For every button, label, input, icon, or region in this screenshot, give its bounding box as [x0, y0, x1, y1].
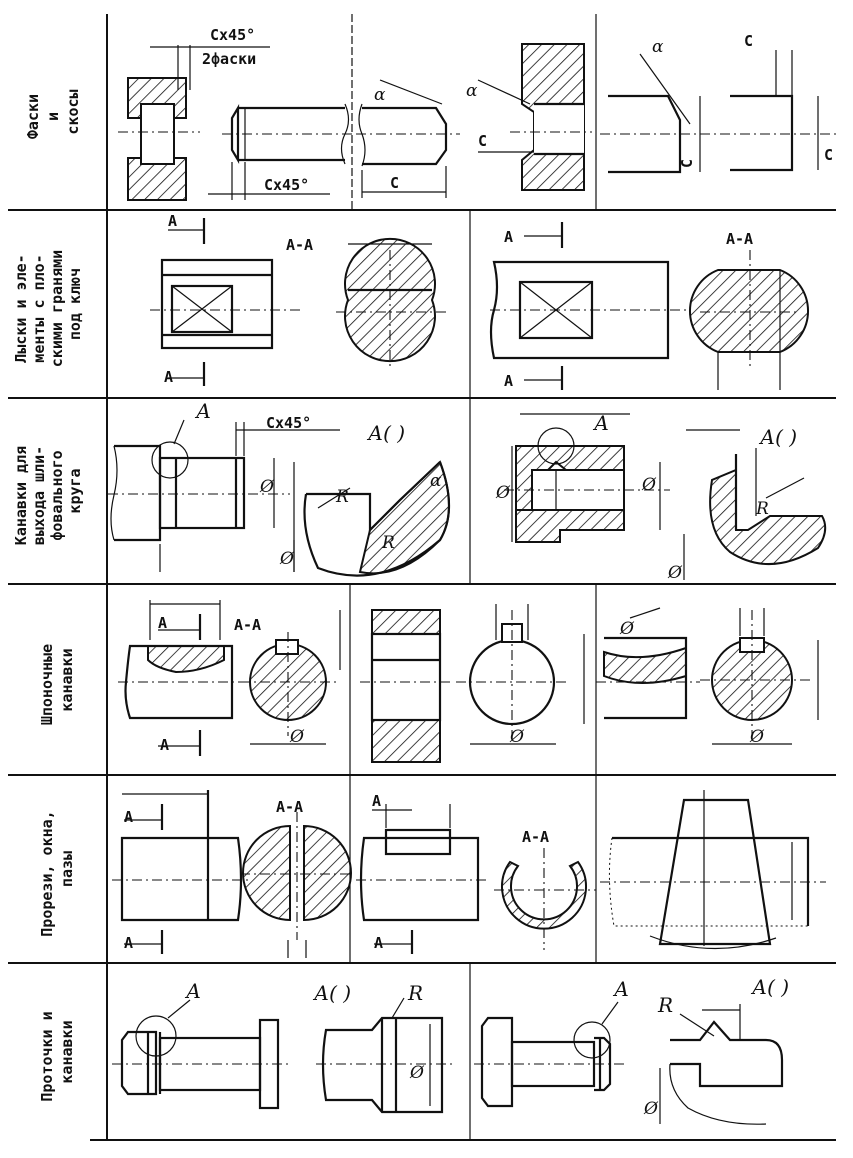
chamfer-callout-sublabel: 2фаски: [202, 50, 256, 68]
groove-detail-left: А( ) R R α Ø: [279, 421, 451, 577]
slot-tapered-view: [600, 790, 826, 950]
chamfer-callout-label: Cx45°: [210, 26, 255, 44]
keyway-segment-view: Ø: [596, 607, 700, 720]
chamfer-bottom-dim: Cx45°: [264, 176, 309, 194]
flats-left-section-mark-bottom: А: [164, 368, 173, 386]
flats-right-section-mark-top: А: [504, 228, 513, 246]
bevel-shaft: α C: [356, 79, 460, 198]
flats-view-right: А А А-А: [489, 222, 753, 390]
keyway-left-mark-bottom: А: [160, 736, 169, 754]
slanted-dim-c-right: C: [824, 146, 833, 164]
slot-view-left: А А А-А: [112, 790, 303, 954]
groove-left-diameter: Ø: [259, 477, 275, 497]
groove-right-diameter-right: Ø: [641, 475, 657, 495]
undercut-left-diameter: Ø: [409, 1063, 425, 1083]
groove-left-radius: R: [335, 487, 349, 507]
keyway-hub-section: Ø: [456, 604, 585, 747]
row-label-undercuts: Проточки и канавки: [38, 1002, 76, 1101]
keyway-hub-diameter: Ø: [509, 727, 525, 747]
slot-mid-section-title: А-А: [522, 828, 549, 846]
groove-bushing-right: А Ø Ø: [495, 411, 670, 543]
groove-left-angle: α: [430, 471, 442, 491]
flats-right-section-mark-bottom: А: [504, 372, 513, 390]
slot-section-left: [240, 812, 352, 958]
slot-section-ring: [494, 848, 596, 950]
groove-detail-right: А( ) R Ø: [667, 425, 827, 583]
groove-right-detail-a: А: [592, 411, 609, 435]
bevel-angle-label: α: [374, 85, 386, 105]
groove-left-detail-a: А: [194, 399, 211, 423]
slanted-angle-label: α: [652, 37, 664, 57]
row-label-keyways: Шпоночные канавки: [38, 635, 76, 725]
bevel-dim-c: C: [390, 174, 399, 192]
chamfer-bushing-section: Cx45° 2фаски: [118, 26, 270, 201]
slot-left-mark-top: А: [124, 808, 133, 826]
undercut-left-detail-title: А( ): [312, 981, 351, 1005]
row-labels: Фаски и скосы Лыски и эле- менты с пло- …: [12, 85, 84, 1101]
slot-left-section-title: А-А: [276, 798, 303, 816]
flats-view-left: А А А-А: [150, 212, 313, 386]
row-label-chamfers: Фаски и скосы: [24, 85, 82, 139]
chamfer-shaft-end: Cx45°: [208, 103, 352, 200]
hub-angle-label: α: [466, 81, 478, 101]
row-label-flats: Лыски и эле- менты с пло- скими гранями …: [12, 241, 84, 367]
flats-section-right: [688, 250, 810, 390]
groove-left-radius-2: R: [381, 533, 395, 553]
undercut-shaft-right: А: [474, 977, 629, 1108]
groove-left-callout: Cx45°: [266, 414, 311, 432]
flats-right-section-title: А-А: [726, 230, 753, 248]
undercut-right-diameter: Ø: [643, 1099, 659, 1119]
slanted-chamfer-pair: α C C C: [600, 32, 836, 174]
groove-right-diameter-left: Ø: [495, 483, 511, 503]
groove-right-radius: R: [755, 499, 769, 519]
undercut-shaft-left: А: [112, 979, 290, 1110]
undercut-left-detail-a: А: [184, 979, 201, 1003]
undercut-right-radius: R: [657, 993, 673, 1017]
keyway-segment-section-diameter: Ø: [749, 727, 765, 747]
undercut-detail-left: А( ) R Ø: [312, 981, 452, 1114]
flats-left-section-title: А-А: [286, 236, 313, 254]
flats-section-left: [336, 237, 446, 370]
row-label-slots: Прорези, окна, пазы: [38, 801, 76, 936]
hub-dim-c: C: [478, 132, 487, 150]
keyway-segment-diameter: Ø: [619, 619, 635, 639]
undercut-left-radius: R: [407, 981, 423, 1005]
groove-right-detail-title: А( ): [758, 425, 797, 449]
slot-mid-mark-top: А: [372, 792, 381, 810]
slot-left-mark-bottom: А: [124, 934, 133, 952]
groove-shaft-left: А Cx45° Ø: [108, 399, 340, 572]
bevel-hub-section: α C: [466, 43, 592, 191]
keyway-section-left: Ø: [240, 610, 341, 747]
undercut-right-detail-a: А: [612, 977, 629, 1001]
slanted-dim-c-top: C: [744, 32, 753, 50]
keyway-shaft-view: А А А-А: [118, 600, 261, 756]
flats-left-section-mark-top: А: [168, 212, 177, 230]
undercut-detail-right: А( ) R Ø: [643, 975, 789, 1125]
keyway-segment-section: Ø: [700, 608, 819, 747]
keyway-hub-view: [360, 609, 454, 763]
row-label-grinding-grooves: Канавки для выхода шли- фовального круга: [12, 437, 84, 545]
keyway-left-section-title: А-А: [234, 616, 261, 634]
slanted-dim-c-left: C: [678, 159, 696, 168]
slot-view-middle: А А А-А: [356, 792, 549, 954]
groove-right-diameter-bottom: Ø: [667, 563, 683, 583]
groove-left-diameter-2: Ø: [279, 549, 295, 569]
keyway-left-diameter: Ø: [289, 727, 305, 747]
slot-mid-mark-bottom: А: [374, 934, 383, 952]
keyway-left-mark-top: А: [158, 614, 167, 632]
groove-left-detail-title: А( ): [366, 421, 405, 445]
undercut-right-detail-title: А( ): [750, 975, 789, 999]
